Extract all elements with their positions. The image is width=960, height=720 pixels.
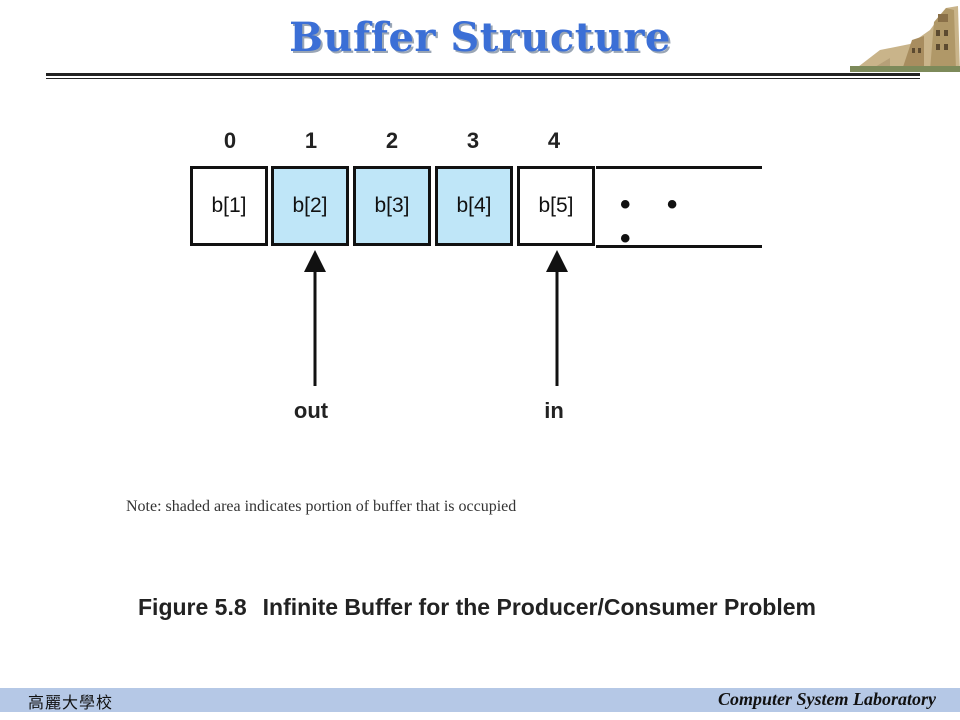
out-pointer-label: out bbox=[293, 398, 329, 423]
footer-lab-name: Computer System Laboratory bbox=[717, 689, 936, 709]
buffer-tail-bottom-edge bbox=[596, 245, 762, 248]
diagram-note: Note: shaded area indicates portion of b… bbox=[126, 498, 517, 515]
figure-caption: Figure 5.8 Infinite Buffer for the Produc… bbox=[138, 594, 816, 621]
title-divider-thin bbox=[46, 78, 920, 79]
footer-bar: 高麗大學校 Computer System Laboratory bbox=[0, 688, 960, 712]
in-pointer-label: in bbox=[544, 398, 564, 423]
buffer-ellipsis: • • • bbox=[620, 188, 692, 255]
index-label-3: 3 bbox=[466, 128, 480, 153]
index-label-0: 0 bbox=[223, 128, 237, 153]
index-label-2: 2 bbox=[385, 128, 399, 153]
figure-title: Infinite Buffer for the Producer/Consume… bbox=[262, 594, 816, 620]
buffer-tail-top-edge bbox=[596, 166, 762, 169]
buffer-cell-4: b[5] bbox=[517, 166, 595, 246]
buffer-cell-2: b[3] bbox=[353, 166, 431, 246]
out-pointer-arrow bbox=[304, 250, 326, 386]
in-pointer-arrow bbox=[546, 250, 568, 386]
figure-number: Figure 5.8 bbox=[138, 594, 247, 620]
buffer-cell-0: b[1] bbox=[190, 166, 268, 246]
footer-university: 高麗大學校 bbox=[28, 693, 114, 712]
buffer-cell-1: b[2] bbox=[271, 166, 349, 246]
university-building-logo bbox=[850, 0, 960, 72]
title-divider bbox=[46, 73, 920, 76]
index-label-4: 4 bbox=[547, 128, 561, 153]
index-label-1: 1 bbox=[304, 128, 318, 153]
slide-title: Buffer Structure bbox=[289, 14, 671, 61]
buffer-cell-3: b[4] bbox=[435, 166, 513, 246]
